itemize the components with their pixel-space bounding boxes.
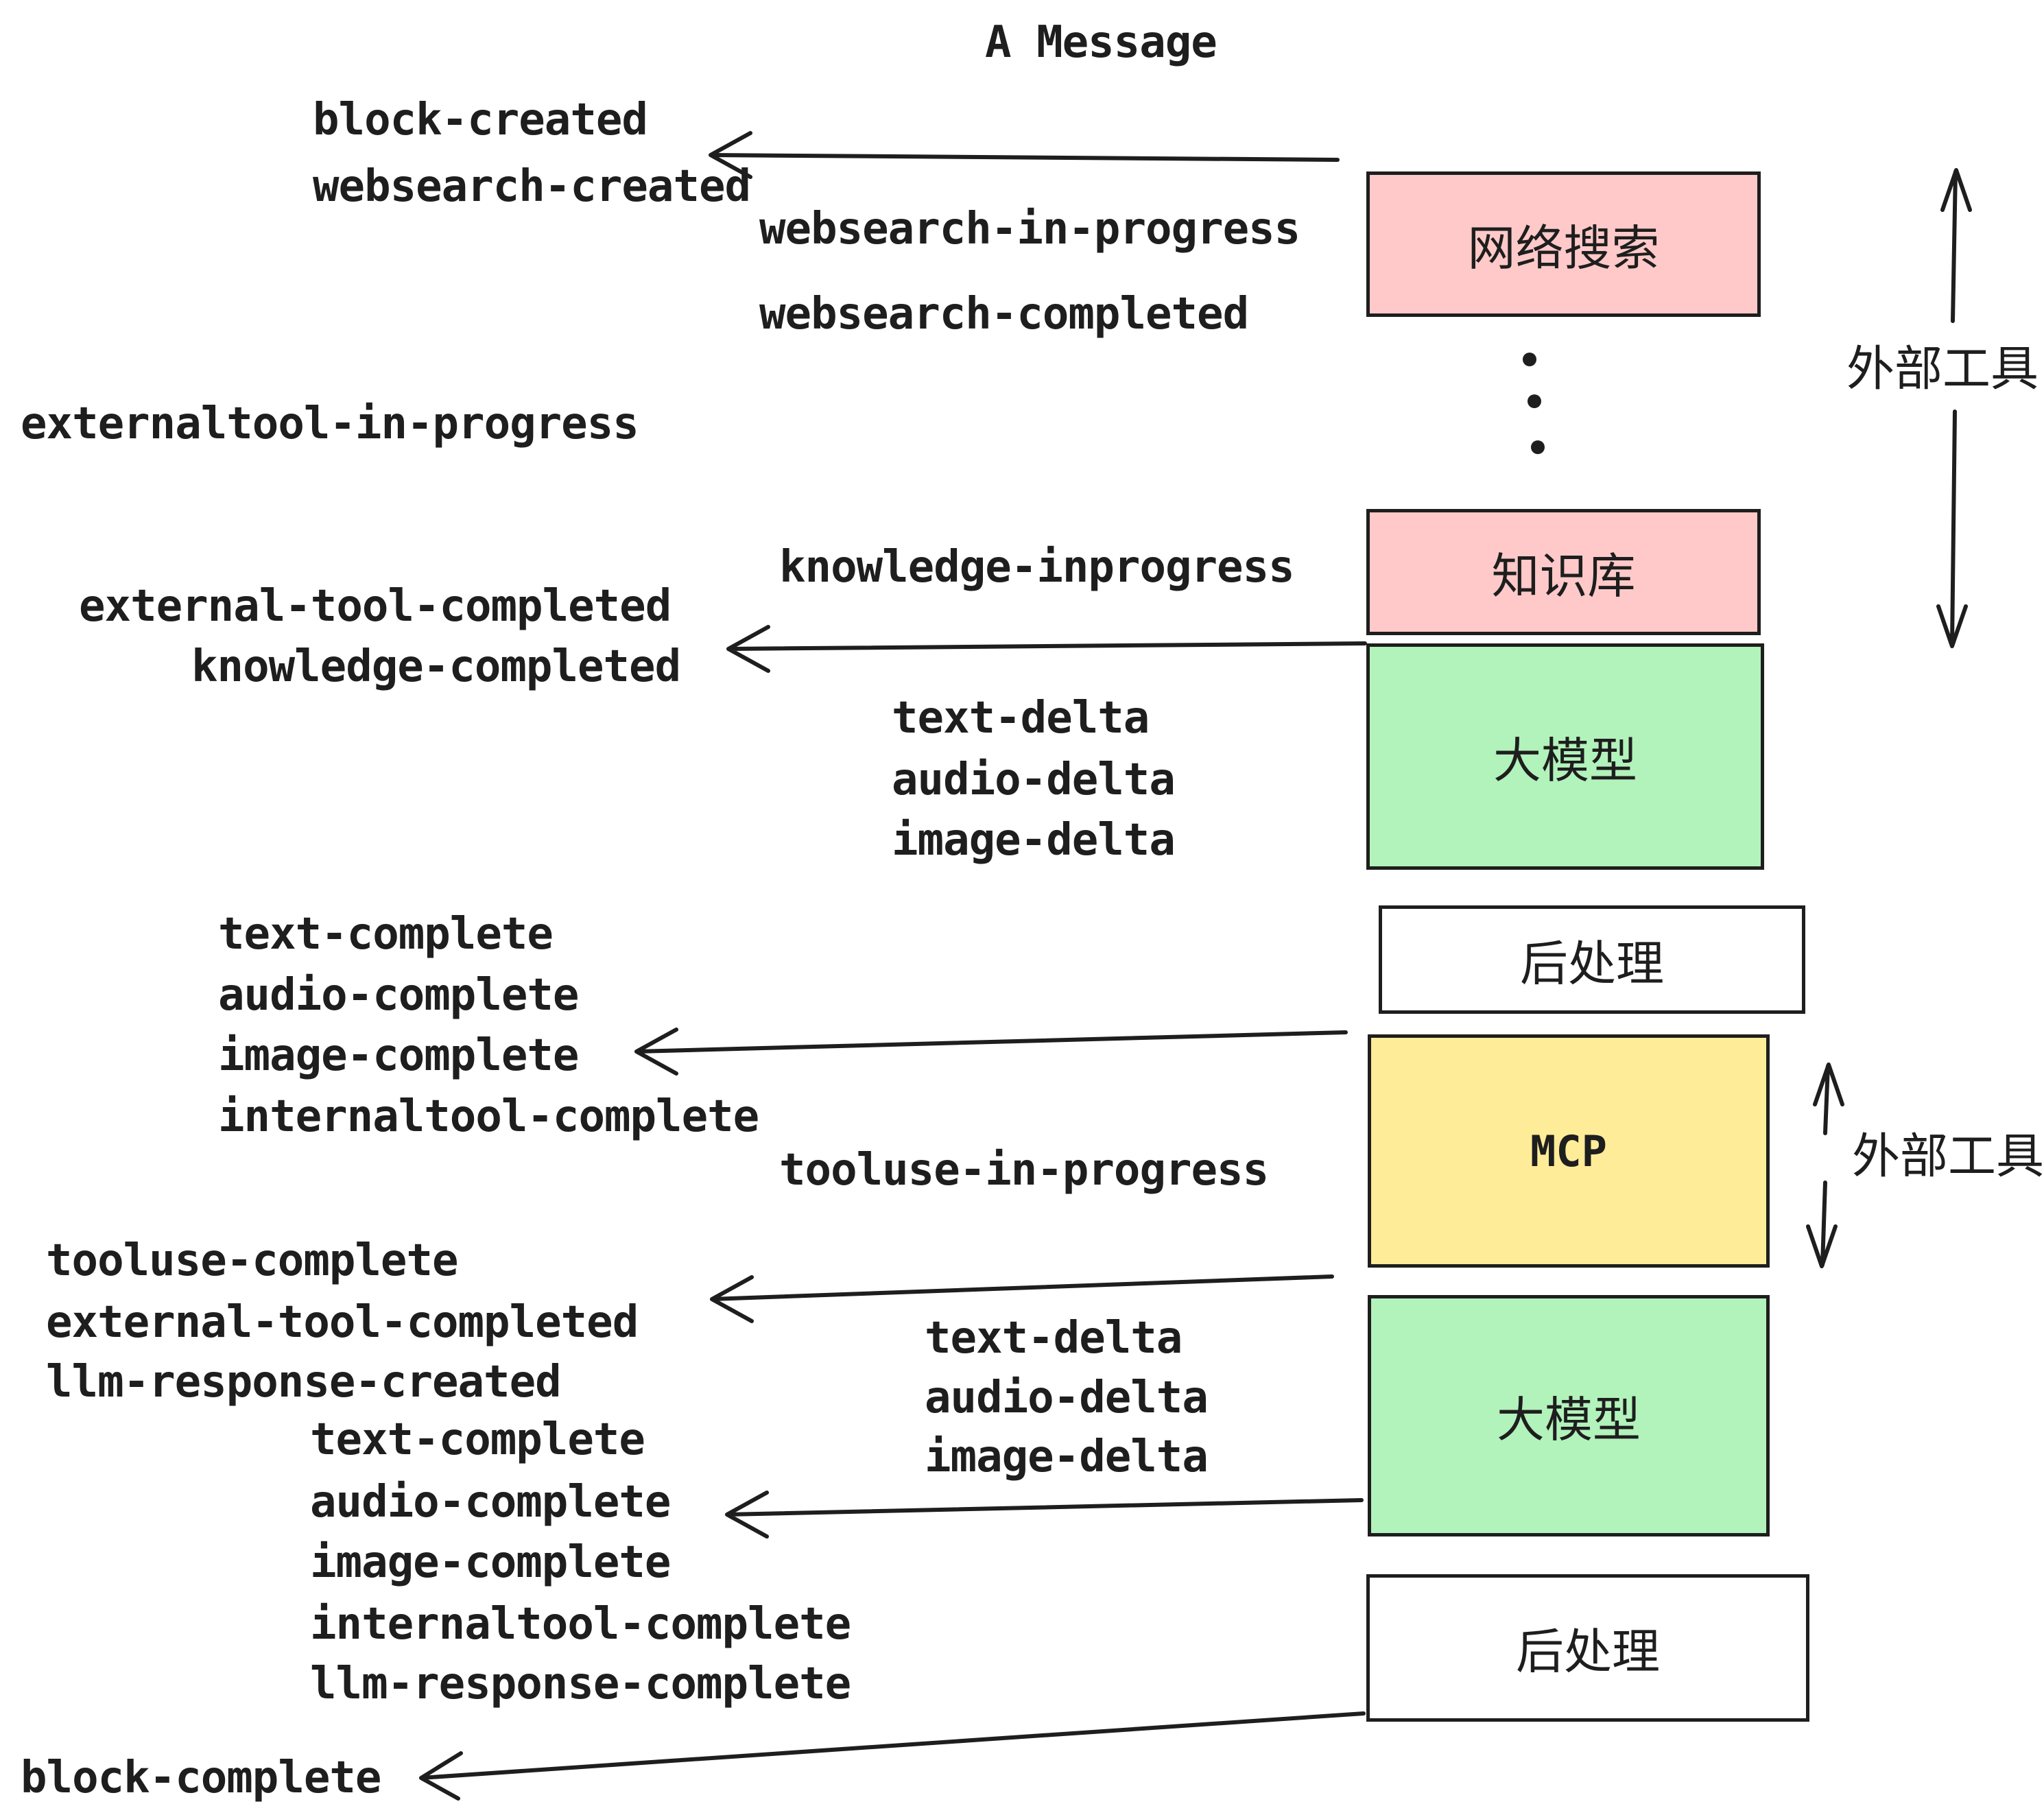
box-mcp: MCP [1368,1034,1770,1268]
arrow-websearch-to-created [709,131,1340,179]
event-label-websearch-completed: websearch-completed [759,289,1249,340]
box-postprocess-1: 后处理 [1379,905,1805,1014]
event-label-block-complete: block-complete [21,1753,381,1803]
event-label-image-complete-2: image-complete [310,1537,671,1588]
arrow-external-tools-1-up [1940,168,1972,323]
event-label-block-created: block-created [313,95,648,145]
event-label-audio-delta-2: audio-delta [925,1373,1209,1423]
arrow-llm2-to-audiocomplete [725,1491,1364,1539]
event-label-tooluse-complete: tooluse-complete [46,1235,458,1286]
event-label-internaltool-complete-1: internaltool-complete [218,1091,759,1142]
event-label-knowledge-inprogress: knowledge-inprogress [779,542,1295,593]
box-llm-2-label: 大模型 [1497,1392,1641,1447]
event-label-llm-response-complete: llm-response-complete [310,1659,851,1709]
arrow-knowledge-to-completed [726,625,1367,673]
box-llm-1: 大模型 [1366,643,1764,870]
event-label-audio-complete-1: audio-complete [218,970,579,1021]
box-llm-1-label: 大模型 [1493,733,1637,787]
event-label-knowledge-completed: knowledge-completed [191,641,681,692]
event-label-internaltool-complete-2: internaltool-complete [310,1599,851,1650]
box-knowledge-label: 知识库 [1491,549,1636,603]
box-websearch: 网络搜索 [1366,171,1761,317]
event-label-external-tool-completed-2: external-tool-completed [46,1297,639,1348]
event-label-image-complete-1: image-complete [218,1030,579,1081]
side-label-external-tools-2: 外部工具 [1852,1129,2044,1183]
event-label-image-delta-2: image-delta [925,1432,1209,1482]
box-mcp-label: MCP [1530,1126,1607,1176]
arrow-external-tools-1-down [1936,410,1968,648]
event-label-image-delta-1: image-delta [892,815,1176,866]
vertical-ellipsis-icon [1523,353,1545,454]
event-label-websearch-in-progress: websearch-in-progress [759,204,1300,254]
side-label-external-tools-1: 外部工具 [1846,342,2039,396]
box-postprocess-2: 后处理 [1366,1574,1809,1722]
box-llm-2: 大模型 [1368,1295,1770,1536]
event-label-text-delta-1: text-delta [892,693,1150,744]
arrow-external-tools-2-down [1806,1180,1838,1268]
event-label-audio-complete-2: audio-complete [310,1477,671,1528]
event-label-text-complete-2: text-complete [310,1414,645,1465]
arrow-external-tools-2-up [1813,1063,1844,1135]
box-knowledge: 知识库 [1366,509,1761,635]
event-label-audio-delta-1: audio-delta [892,755,1176,805]
event-label-external-tool-completed-1: external-tool-completed [79,581,672,632]
page-title: A Message [985,17,1217,68]
event-label-text-delta-2: text-delta [925,1313,1183,1364]
event-label-websearch-created: websearch-created [313,161,751,212]
event-label-tooluse-in-progress: tooluse-in-progress [779,1145,1269,1196]
box-websearch-label: 网络搜索 [1467,221,1660,275]
event-label-text-complete-1: text-complete [218,909,554,960]
arrow-post2-to-blockcomplete [419,1711,1366,1801]
box-postprocess-2-label: 后处理 [1516,1625,1660,1678]
event-label-llm-response-created: llm-response-created [46,1357,562,1408]
arrow-post1-to-complete [634,1028,1348,1076]
box-postprocess-1-label: 后处理 [1520,936,1664,990]
event-label-externaltool-in-progress: externaltool-in-progress [21,399,639,449]
